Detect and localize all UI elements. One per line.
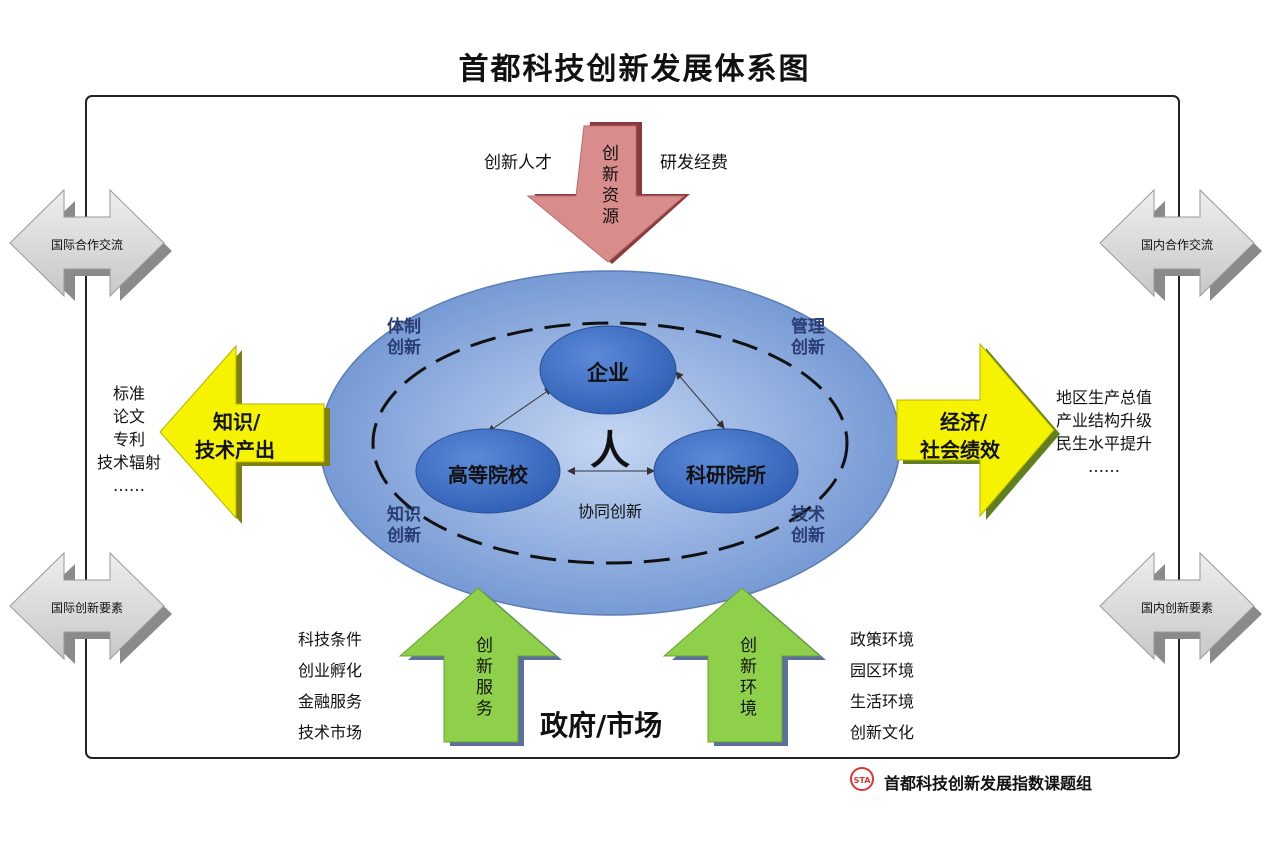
resource-arrow-label: 创新资源 [598, 144, 618, 228]
link-enterprise-university [487, 387, 553, 433]
performance-item: 产业结构升级 [1055, 411, 1152, 430]
bottom-environment-arrow [662, 587, 826, 746]
institute-label: 科研院所 [686, 463, 766, 487]
intl-elements-label: 国际创新要素 [50, 601, 123, 615]
institutional-innovation-label: 体制创新 [387, 317, 421, 358]
cooperation-label: 协同创新 [577, 502, 642, 521]
enterprise-label: 企业 [587, 361, 629, 385]
performance-item: 民生水平提升 [1055, 434, 1152, 453]
main-frame [85, 95, 1180, 759]
gray-arrow-top-right [1099, 188, 1262, 301]
funding-label: 研发经费 [660, 153, 728, 173]
intl-cooperation-label: 国际合作交流 [50, 238, 123, 252]
service-item: 创业孵化 [298, 661, 363, 680]
environment-item: 创新文化 [850, 723, 915, 742]
output-item: 标准 [112, 384, 145, 403]
bottom-service-arrow [398, 587, 562, 746]
diagram-title: 首都科技创新发展体系图 [458, 52, 811, 87]
performance-item: 地区生产总值 [1055, 388, 1152, 407]
org-name: 首都科技创新发展指数课题组 [884, 774, 1093, 793]
org-logo-text: STA [854, 776, 872, 785]
knowledge-output-label-1: 知识/ [213, 410, 261, 434]
output-items-list: 标准 论文 专利 技术辐射 …… [88, 382, 170, 497]
performance-item: …… [1088, 457, 1120, 476]
management-innovation-label: 管理创新 [791, 317, 825, 358]
link-enterprise-institute [675, 371, 725, 429]
top-resource-arrow [526, 122, 690, 264]
output-item: 技术辐射 [96, 453, 161, 472]
gray-arrow-bottom-right [1099, 551, 1262, 664]
node-enterprise [539, 325, 677, 415]
talent-label: 创新人才 [484, 153, 552, 173]
service-item: 技术市场 [298, 723, 363, 742]
dashed-inner-ring [371, 321, 849, 565]
left-output-arrow [159, 344, 330, 524]
environment-items-list: 政策环境 园区环境 生活环境 创新文化 [850, 624, 914, 748]
knowledge-output-label-2: 技术产出 [195, 438, 275, 462]
performance-label-2: 社会绩效 [920, 438, 1000, 462]
node-institute [653, 428, 799, 514]
technology-innovation-label: 技术创新 [791, 505, 825, 546]
service-items-list: 科技条件 创业孵化 金融服务 技术市场 [298, 624, 362, 748]
service-arrow-label: 创新服务 [472, 636, 492, 720]
government-market-label: 政府/市场 [540, 709, 663, 742]
environment-item: 园区环境 [850, 661, 915, 680]
environment-item: 政策环境 [850, 630, 915, 649]
domestic-elements-label: 国内创新要素 [1140, 601, 1213, 615]
people-center-label: 人 [590, 427, 630, 474]
environment-arrow-label: 创新环境 [736, 636, 756, 720]
service-item: 金融服务 [298, 692, 363, 711]
gray-arrow-top-left [9, 188, 172, 301]
output-item: 论文 [112, 407, 145, 426]
output-item: …… [113, 476, 145, 495]
domestic-cooperation-label: 国内合作交流 [1140, 238, 1213, 252]
node-university [415, 428, 561, 514]
right-performance-arrow [896, 342, 1060, 520]
output-item: 专利 [112, 430, 145, 449]
knowledge-innovation-label: 知识创新 [387, 505, 421, 546]
performance-label-1: 经济/ [940, 410, 988, 434]
environment-item: 生活环境 [850, 692, 915, 711]
university-label: 高等院校 [448, 463, 528, 487]
performance-items-list: 地区生产总值 产业结构升级 民生水平提升 …… [1040, 386, 1168, 478]
org-logo-icon [850, 767, 874, 791]
service-item: 科技条件 [298, 630, 363, 649]
gray-arrow-bottom-left [9, 551, 172, 664]
